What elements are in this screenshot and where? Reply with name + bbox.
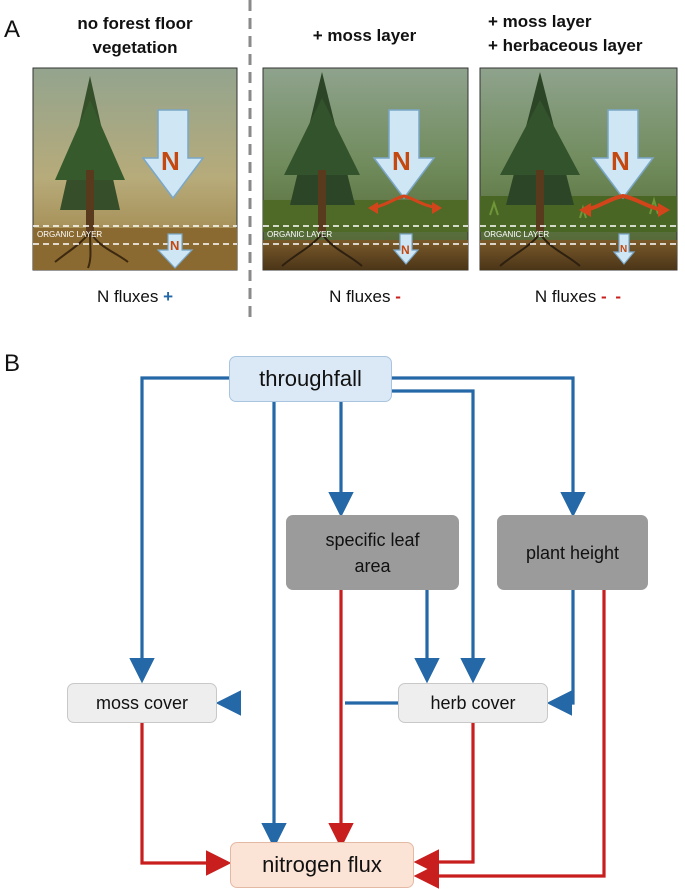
flux-text-3: N fluxes bbox=[534, 287, 597, 306]
node-moss-cover: moss cover bbox=[67, 683, 217, 723]
node-plant-height-label: plant height bbox=[525, 542, 620, 563]
node-moss-cover-label: moss cover bbox=[95, 692, 189, 713]
edge-height-herb bbox=[546, 590, 575, 716]
forest-illustration-moss bbox=[262, 67, 469, 271]
edge-herb-nitrogen bbox=[413, 723, 475, 875]
organic-layer-label-1: ORGANIC LAYER bbox=[37, 230, 103, 239]
node-specific-leaf-area: specific leaf area bbox=[286, 515, 459, 590]
col1-title: no forest floor vegetation bbox=[30, 12, 240, 60]
flux-sign-2: - bbox=[395, 287, 401, 306]
forest-illustration-moss-herb bbox=[479, 67, 678, 271]
col3-title: + moss layer + herbaceous layer bbox=[478, 10, 685, 58]
edge-height-nitrogen bbox=[413, 590, 606, 889]
small-n-label-3: N bbox=[620, 244, 628, 255]
lateral-red-arrow-3 bbox=[579, 193, 670, 217]
flux-label-2: N fluxes - bbox=[290, 287, 440, 307]
node-nitrogen-flux: nitrogen flux bbox=[230, 842, 414, 888]
node-throughfall-label: throughfall bbox=[259, 366, 362, 391]
panel-a-letter: A bbox=[4, 16, 21, 43]
edge-throughfall-height bbox=[392, 376, 586, 518]
big-n-label-3: N bbox=[611, 146, 630, 176]
lateral-red-arrow-2 bbox=[368, 194, 442, 214]
forest-illustration-no-vegetation bbox=[32, 67, 238, 271]
node-herb-cover: herb cover bbox=[398, 683, 548, 723]
col3-title-line1: + moss layer bbox=[488, 12, 592, 31]
col1-title-line1: no forest floor bbox=[77, 14, 193, 33]
flux-label-1: N fluxes + bbox=[60, 287, 210, 307]
col3-title-line2: + herbaceous layer bbox=[488, 36, 643, 55]
edge-throughfall-moss bbox=[129, 376, 229, 684]
node-nitrogen-flux-label: nitrogen flux bbox=[262, 852, 382, 877]
node-sla-label-line2: area bbox=[354, 555, 391, 576]
flux-sign-1: + bbox=[163, 287, 174, 306]
small-n-label-2: N bbox=[401, 243, 410, 257]
node-throughfall: throughfall bbox=[229, 356, 392, 402]
flux-text-2: N fluxes bbox=[329, 287, 391, 306]
node-sla-label-line1: specific leaf bbox=[325, 529, 420, 550]
big-n-label-1: N bbox=[161, 146, 180, 176]
col1-title-line2: vegetation bbox=[92, 38, 178, 57]
flux-sign-3: - - bbox=[601, 287, 624, 306]
col2-title: + moss layer bbox=[262, 24, 467, 48]
edge-moss-nitrogen bbox=[140, 723, 232, 876]
flux-text-1: N fluxes bbox=[96, 287, 159, 306]
panel-b-letter: B bbox=[4, 350, 21, 377]
flux-label-3: N fluxes - - bbox=[504, 287, 654, 307]
small-n-label-1: N bbox=[170, 238, 180, 253]
big-n-label-2: N bbox=[392, 146, 411, 176]
organic-layer-label-2: ORGANIC LAYER bbox=[267, 230, 333, 239]
node-plant-height: plant height bbox=[497, 515, 648, 590]
node-herb-cover-label: herb cover bbox=[430, 692, 516, 713]
organic-layer-label-3: ORGANIC LAYER bbox=[484, 230, 550, 239]
col2-title-line1: + moss layer bbox=[312, 26, 417, 45]
